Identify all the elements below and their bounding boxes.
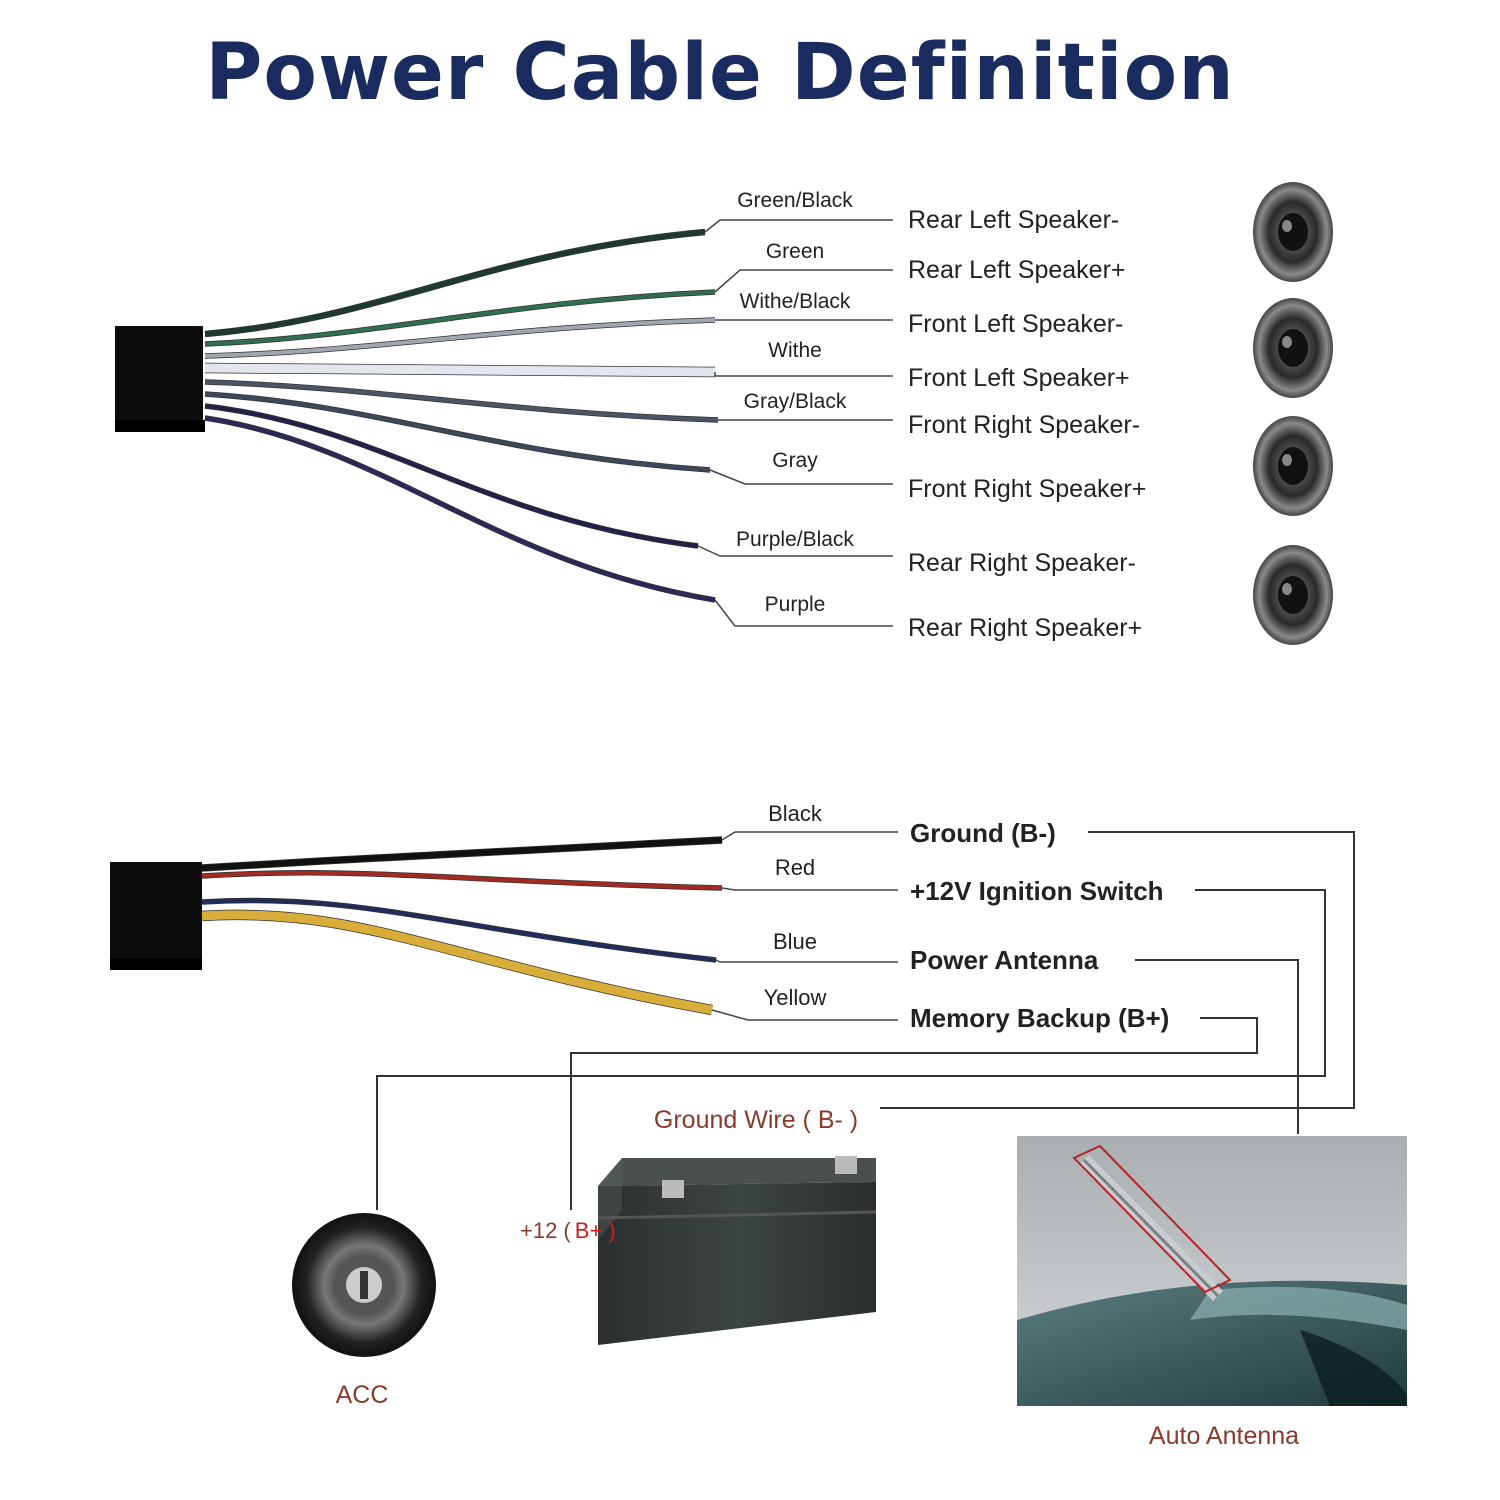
speaker-wire-color-label: Green/Black [737, 189, 853, 212]
speaker-icon [1253, 182, 1333, 282]
power-wire-color-label: Blue [773, 929, 817, 954]
speaker-wire-color-label: Purple [765, 593, 826, 616]
speaker-wire-function-label: Front Right Speaker+ [908, 475, 1146, 503]
speaker-wire-function-label: Front Left Speaker- [908, 310, 1123, 338]
speaker-wire-color-label: Purple/Black [736, 528, 854, 551]
speaker-wire [204, 392, 711, 472]
speaker-leader-line [714, 372, 893, 377]
speaker-wire [204, 318, 716, 358]
speaker-leader-line [714, 269, 893, 293]
speaker-leader-line [704, 219, 893, 233]
ground-wire-label: Ground Wire ( B- ) [654, 1106, 858, 1134]
speaker-wire-function-label: Front Right Speaker- [908, 411, 1140, 439]
speaker-icon [1253, 545, 1333, 645]
speaker-wire-outline [204, 415, 716, 603]
battery-icon [597, 1156, 877, 1345]
page-title: Power Cable Definition [205, 28, 1235, 118]
auto-antenna-label: Auto Antenna [1149, 1422, 1299, 1450]
speaker-wire-color-label: Withe [768, 339, 822, 362]
ignition-switch-icon [292, 1213, 436, 1357]
speaker-wire [204, 290, 716, 346]
speaker-wire-bundle [204, 228, 719, 603]
speaker-wire-color-label: Gray/Black [744, 390, 847, 413]
speaker-leader-line [709, 469, 893, 485]
speaker-icon [1253, 416, 1333, 516]
power-wire-function-label: Power Antenna [910, 945, 1099, 975]
power-wire-color-label: Red [775, 855, 815, 880]
power-wire-function-label: +12V Ignition Switch [910, 876, 1164, 906]
speaker-wire-color-label: Green [766, 240, 824, 263]
power-leader-line [715, 959, 898, 963]
power-wire-bundle [201, 836, 723, 1016]
car-antenna-icon [1017, 1136, 1407, 1406]
routing-lines [376, 831, 1355, 1210]
speaker-icon [1253, 298, 1333, 398]
speaker-wire-function-label: Rear Right Speaker- [908, 549, 1136, 577]
speaker-wire [204, 380, 719, 422]
power-wire-function-label: Memory Backup (B+) [910, 1003, 1169, 1033]
power-wire [201, 898, 717, 962]
speaker-leader-line [714, 599, 893, 627]
power-leader-line [721, 887, 898, 891]
speaker-wire [204, 416, 716, 602]
power-wire [201, 870, 723, 890]
acc-label: ACC [336, 1381, 389, 1409]
speaker-wire-function-label: Rear Right Speaker+ [908, 614, 1142, 642]
power-wire [201, 837, 723, 871]
speaker-wire-outline [204, 403, 699, 549]
speaker-wire-color-label: Withe/Black [740, 290, 851, 313]
power-wire-color-label: Yellow [764, 985, 827, 1010]
speaker-wire [204, 404, 699, 548]
power-connector-plug [110, 862, 202, 970]
speaker-wire-color-label: Gray [772, 449, 818, 472]
power-leader-line [721, 831, 898, 841]
speaker-wire-function-label: Rear Left Speaker+ [908, 256, 1126, 284]
power-leader-line [711, 1009, 898, 1021]
speaker-wire [204, 363, 716, 377]
power-wire-color-label: Black [768, 801, 823, 826]
speaker-leader-line [697, 545, 893, 557]
speaker-wire-function-label: Rear Left Speaker- [908, 206, 1119, 234]
speaker-wire-function-label: Front Left Speaker+ [908, 364, 1130, 392]
speaker-connector-plug [115, 326, 205, 432]
battery-plus-label: +12 (B+ ) [520, 1218, 616, 1243]
speaker-wire [204, 229, 706, 337]
power-wire [201, 910, 713, 1015]
power-wire-function-label: Ground (B-) [910, 818, 1056, 848]
